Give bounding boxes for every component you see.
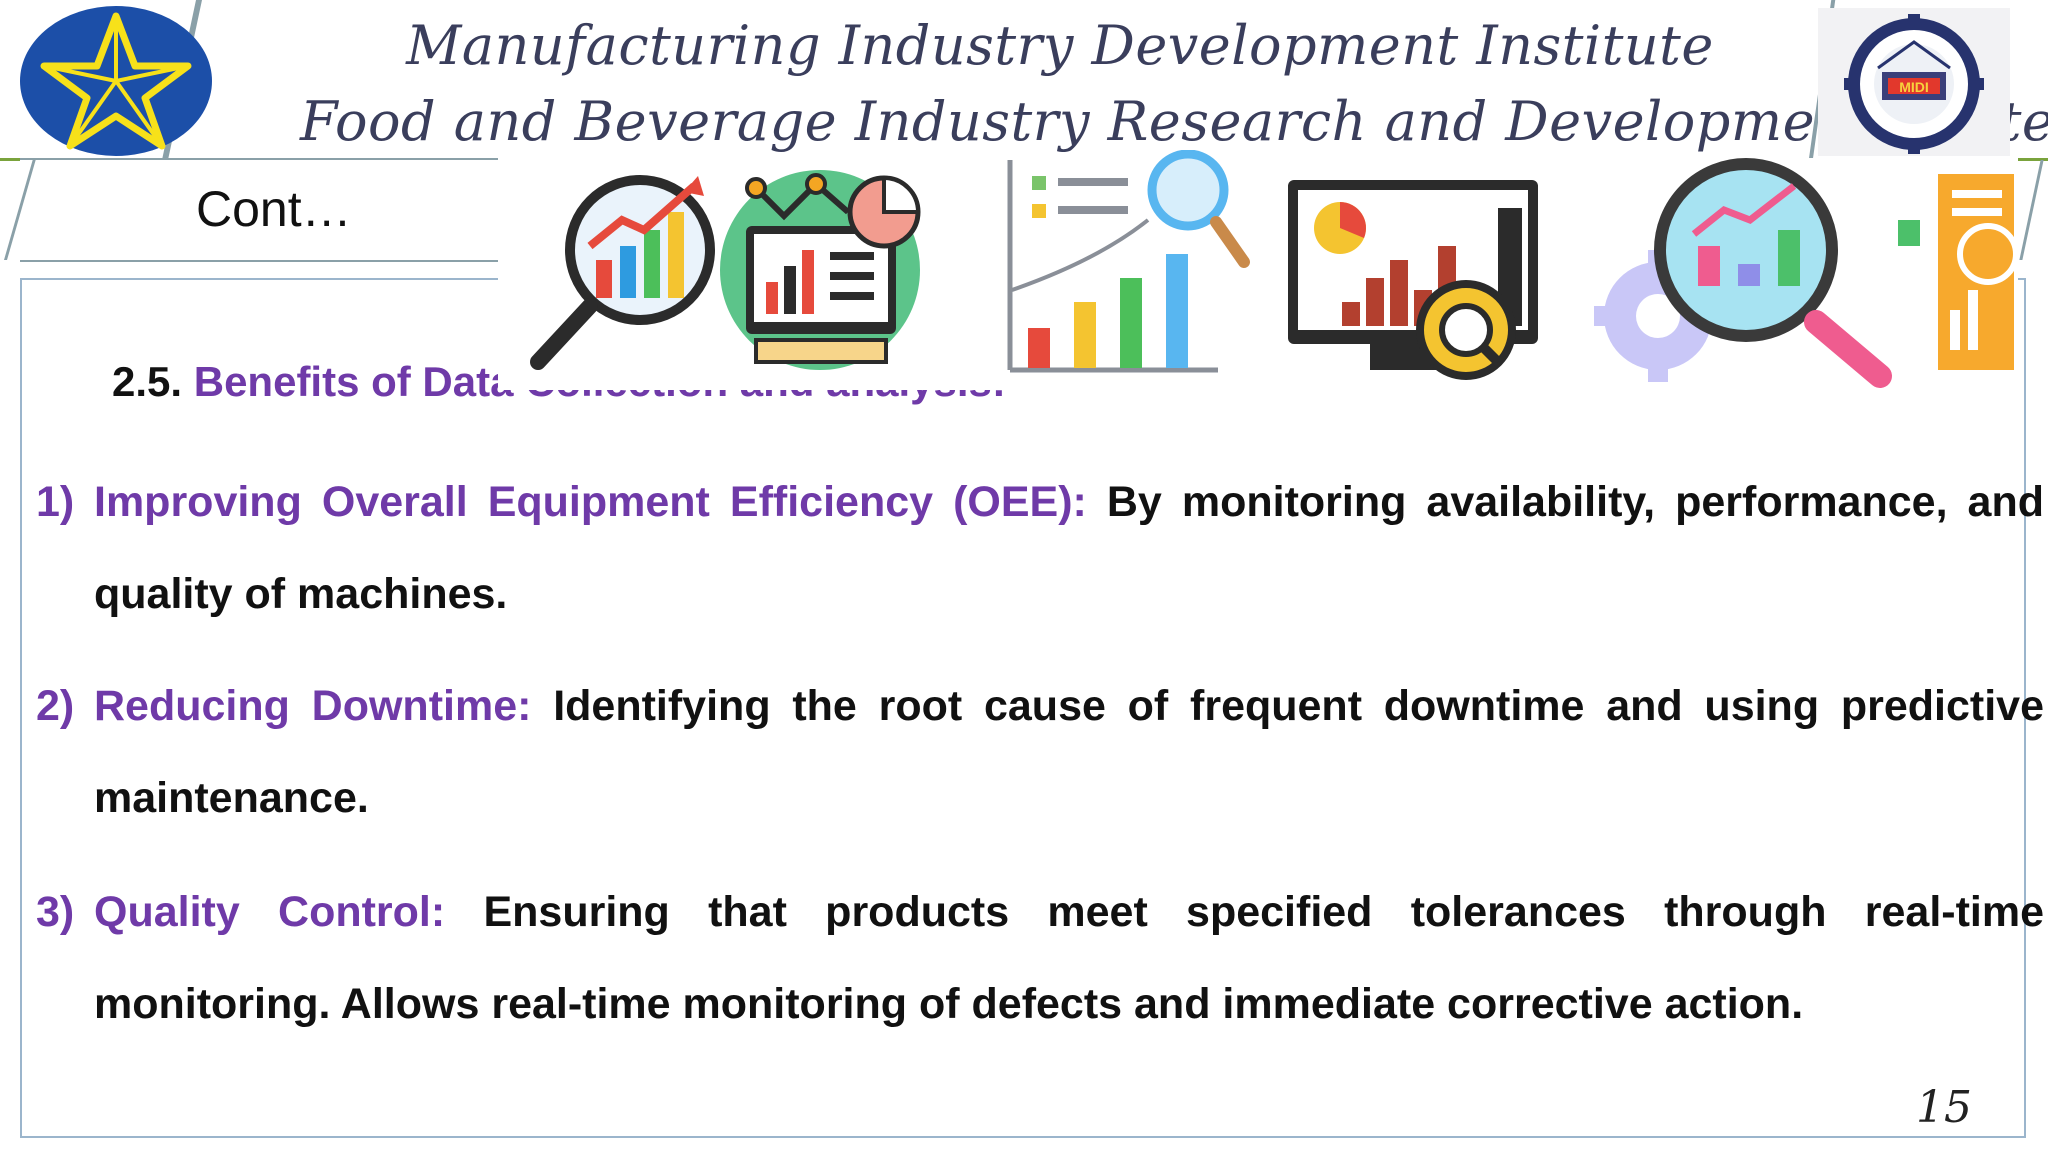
list-item-number: 3) <box>36 888 75 936</box>
list-item-text: Ensuring that products meet specified to… <box>94 888 2044 1028</box>
section-number: 2.5. <box>112 358 183 405</box>
midi-logo-text: MIDI <box>1899 79 1929 95</box>
center-title: Food and Beverage Industry Research and … <box>300 90 2048 153</box>
list-item-lead: Improving Overall Equipment Efficiency (… <box>94 478 1087 526</box>
institute-title: Manufacturing Industry Development Insti… <box>406 14 1714 77</box>
band-edge-right <box>2019 160 2044 260</box>
list-item-number: 1) <box>36 478 75 526</box>
star-emblem-icon <box>20 6 212 156</box>
list-item-body: Reducing Downtime: Identifying the root … <box>94 660 2044 844</box>
analytics-icon-strip <box>498 150 2018 390</box>
monitor-analytics-icon <box>720 170 921 370</box>
list-item-body: Improving Overall Equipment Efficiency (… <box>94 456 2044 640</box>
page-number: 15 <box>1916 1082 1972 1133</box>
list-item-body: Quality Control: Ensuring that products … <box>94 866 2044 1050</box>
list-item-lead: Quality Control: <box>94 888 446 936</box>
list-item-text: Identifying the root cause of frequent d… <box>94 682 2045 822</box>
midi-logo-icon: MIDI <box>1818 8 2010 156</box>
document-magnifier-icon <box>1938 174 2018 370</box>
report-chart-magnifier-icon <box>1007 150 1250 373</box>
slide-subtitle: Cont… <box>196 181 352 237</box>
list-item-number: 2) <box>36 682 75 730</box>
dashboard-monitor-icon <box>1288 180 1538 380</box>
list-item-lead: Reducing Downtime: <box>94 682 532 730</box>
list-item-text: By monitoring availability, performance,… <box>94 478 2044 618</box>
gear-magnifier-chart-icon <box>1594 158 1920 388</box>
magnifier-bar-chart-icon <box>530 175 715 370</box>
